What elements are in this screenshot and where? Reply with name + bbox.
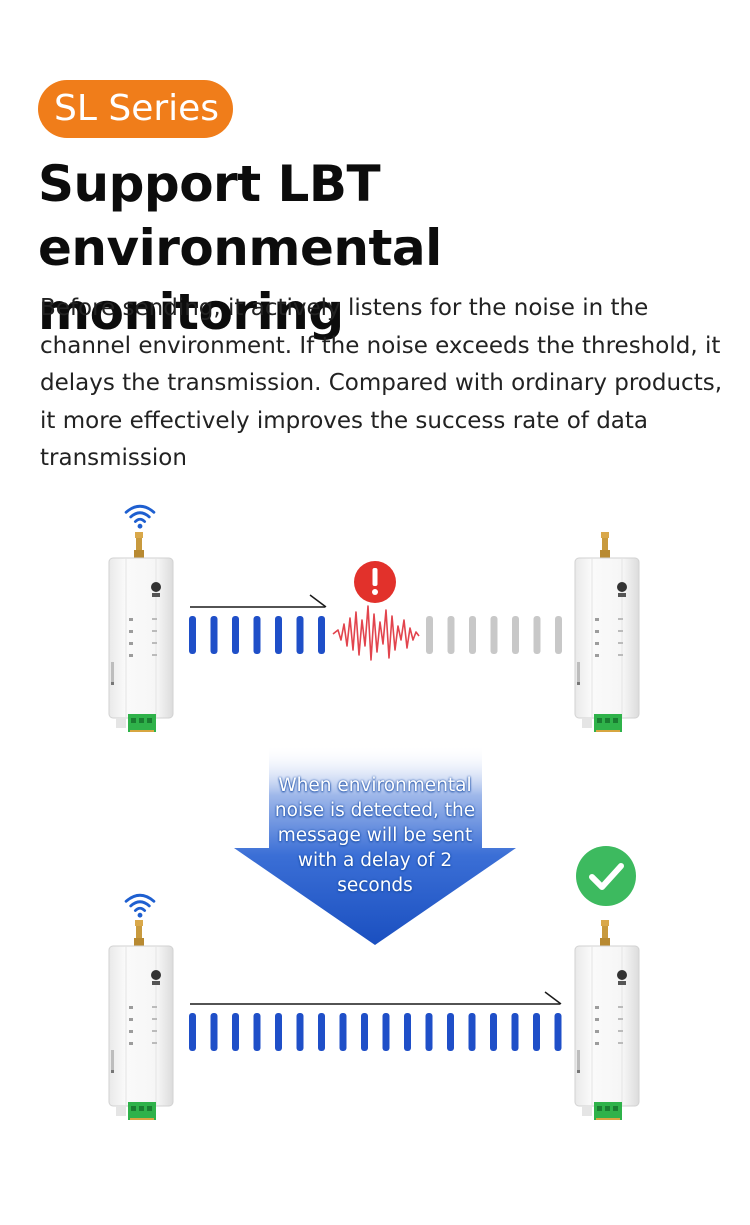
signal-bar xyxy=(253,1013,261,1051)
page-title: Support LBT environmental monitoring xyxy=(38,155,442,341)
signal-bar xyxy=(210,616,218,654)
warning-icon xyxy=(354,561,396,603)
signal-bar xyxy=(447,1013,454,1051)
signal-bar xyxy=(511,1013,519,1051)
sender-device-top xyxy=(108,532,174,732)
signal-bar xyxy=(554,1013,562,1051)
signal-bar xyxy=(232,616,239,654)
signal-bar xyxy=(253,616,261,654)
noise-waveform-icon xyxy=(332,605,420,661)
signal-bar xyxy=(296,616,304,654)
signal-bar xyxy=(296,1013,304,1051)
signal-bar xyxy=(425,1013,433,1051)
signal-bars-top xyxy=(189,616,325,654)
signal-bar xyxy=(339,1013,347,1051)
sender-device-bottom xyxy=(108,920,174,1120)
receiver-device-bottom xyxy=(574,920,640,1120)
signal-bar xyxy=(468,1013,476,1051)
signal-bar xyxy=(189,616,196,654)
blocked-signal-bar xyxy=(447,616,455,654)
blocked-signal-bar xyxy=(469,616,476,654)
signal-bars-bottom xyxy=(189,1013,562,1051)
signal-bar xyxy=(318,1013,325,1051)
signal-bar xyxy=(490,1013,497,1051)
blocked-signal-bars xyxy=(426,616,562,654)
blocked-signal-bar xyxy=(555,616,562,654)
signal-bar xyxy=(404,1013,411,1051)
signal-bar xyxy=(275,616,282,654)
delay-callout-text: When environmental noise is detected, th… xyxy=(274,775,476,896)
transmission-arrow-top xyxy=(190,594,327,608)
signal-bar xyxy=(232,1013,239,1051)
blocked-signal-bar xyxy=(426,616,433,654)
signal-bar xyxy=(361,1013,368,1051)
blocked-signal-bar xyxy=(533,616,541,654)
signal-bar xyxy=(189,1013,196,1051)
series-badge: SL Series xyxy=(38,80,234,138)
signal-bar xyxy=(275,1013,282,1051)
blocked-signal-bar xyxy=(490,616,498,654)
delay-callout-arrow xyxy=(234,745,516,945)
transmission-arrow-bottom xyxy=(190,991,562,1005)
signal-bar xyxy=(210,1013,218,1051)
blocked-signal-bar xyxy=(512,616,519,654)
signal-bar xyxy=(382,1013,390,1051)
wifi-icon xyxy=(124,504,156,529)
signal-bar xyxy=(533,1013,540,1051)
description-text: Before sending, it actively listens for … xyxy=(40,295,723,471)
wifi-icon xyxy=(124,893,156,918)
receiver-device-top xyxy=(574,532,640,732)
check-icon xyxy=(576,846,636,906)
signal-bar xyxy=(318,616,325,654)
